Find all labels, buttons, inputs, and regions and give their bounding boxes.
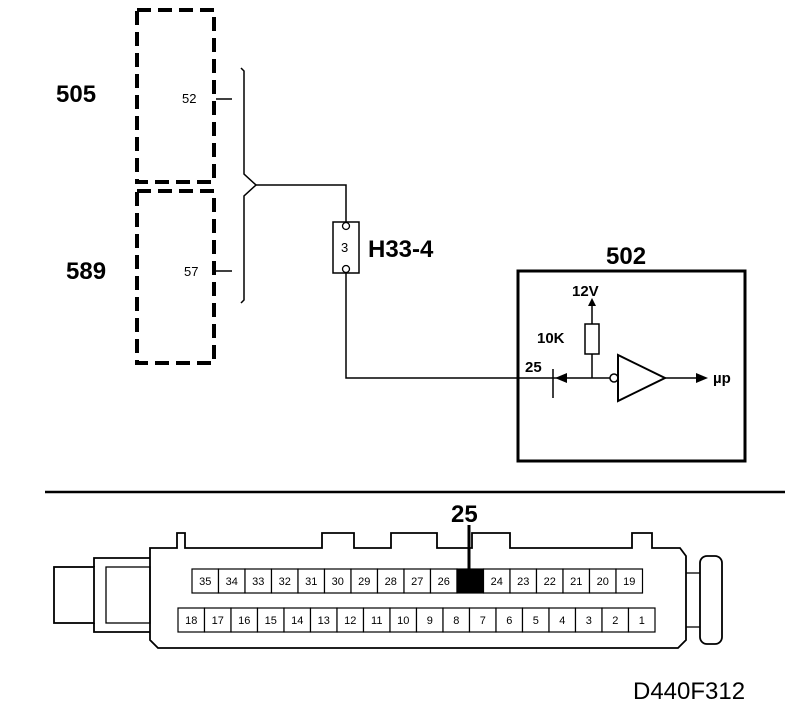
pin-label-4: 4 (559, 615, 565, 627)
pin-label-13: 13 (318, 615, 330, 627)
pin-label-20: 20 (597, 576, 609, 588)
pin-label-10: 10 (397, 615, 409, 627)
ecu-connector-latch-arm (93, 557, 150, 633)
module-505-label: 505 (56, 81, 96, 108)
pin-cell-9 (415, 607, 444, 633)
pin-cell-33 (244, 568, 273, 594)
h33-pin-label: 3 (341, 240, 348, 255)
pin-cell-32 (270, 568, 299, 594)
module-502-label: 502 (606, 243, 646, 270)
pin-label-17: 17 (212, 615, 224, 627)
ecu-bottom-pin-row: 18 17 16 15 14 13 12 11 10 9 8 7 6 5 4 3 2 1 (177, 607, 656, 633)
pin-cell-14 (283, 607, 312, 633)
pin-label-18: 18 (185, 615, 197, 627)
pin-cell-13 (309, 607, 338, 633)
brace (240, 67, 258, 304)
pin-cell-27 (403, 568, 432, 594)
pin-label-24: 24 (491, 576, 503, 588)
pin-label-19: 19 (623, 576, 635, 588)
pin-cell-25 (456, 568, 485, 594)
ecu-top-pin-row: 35 34 33 32 31 30 29 28 27 26 24 23 22 21 20 19 (191, 568, 644, 594)
pin-label-14: 14 (291, 615, 303, 627)
pin-label-33: 33 (252, 576, 264, 588)
module-589-box (135, 189, 216, 365)
pin-cell-4 (548, 607, 577, 633)
pin-label-15: 15 (265, 615, 277, 627)
voltage-label: 12V (572, 283, 599, 300)
pin-cell-20 (588, 568, 617, 594)
pin-cell-18 (177, 607, 206, 633)
pin-label-29: 29 (358, 576, 370, 588)
pin-cell-17 (203, 607, 232, 633)
pin-cell-35 (191, 568, 220, 594)
pin-cell-11 (362, 607, 391, 633)
module-589-label: 589 (66, 258, 106, 285)
ecu-connector-latch-left (53, 566, 95, 624)
output-label: µp (713, 370, 731, 387)
pin-label-6: 6 (506, 615, 512, 627)
figure-id: D440F312 (633, 678, 745, 705)
wire-brace-to-h33 (256, 184, 347, 222)
pin-cell-12 (336, 607, 365, 633)
supply-arrow (588, 298, 596, 306)
h33-terminal-bottom (341, 264, 351, 274)
pin-cell-21 (562, 568, 591, 594)
pin-25-label: 25 (525, 359, 542, 376)
highlight-pin-label: 25 (451, 501, 478, 528)
pin-cell-2 (601, 607, 630, 633)
pin-label-5: 5 (533, 615, 539, 627)
pin-label-8: 8 (453, 615, 459, 627)
pin-label-21: 21 (570, 576, 582, 588)
resistor-10k (584, 323, 600, 355)
wire-h33-to-502 (345, 273, 563, 379)
pin-label-30: 30 (332, 576, 344, 588)
h33-label: H33-4 (368, 236, 434, 263)
buffer-input-bubble (609, 373, 619, 383)
pin-cell-16 (230, 607, 259, 633)
pin-cell-34 (217, 568, 246, 594)
pin-label-1: 1 (639, 615, 645, 627)
module-502-box (516, 269, 747, 463)
pin-label-34: 34 (226, 576, 238, 588)
pin-label-2: 2 (612, 615, 618, 627)
ecu-connector-lock-right (699, 555, 723, 645)
pin-label-28: 28 (385, 576, 397, 588)
pin-cell-7 (468, 607, 497, 633)
ecu-connector-housing (149, 532, 687, 649)
pin-label-16: 16 (238, 615, 250, 627)
pin-label-22: 22 (544, 576, 556, 588)
pin-label-35: 35 (199, 576, 211, 588)
pin-cell-19 (615, 568, 644, 594)
h33-terminal-top (341, 221, 351, 231)
pin-cell-23 (509, 568, 538, 594)
pin-label-26: 26 (438, 576, 450, 588)
resistor-label: 10K (537, 330, 565, 347)
output-arrowhead (696, 373, 708, 383)
buffer-amplifier (617, 353, 668, 403)
pin-label-27: 27 (411, 576, 423, 588)
module-505-box (135, 8, 216, 184)
pin-cell-5 (521, 607, 550, 633)
pin-label-11: 11 (371, 615, 382, 627)
pin-label-9: 9 (427, 615, 433, 627)
pin-label-3: 3 (586, 615, 592, 627)
module-589-pin: 57 (184, 264, 198, 279)
pin-cell-3 (574, 607, 603, 633)
pin-label-23: 23 (517, 576, 529, 588)
pin-label-31: 31 (305, 576, 317, 588)
pin-label-12: 12 (344, 615, 356, 627)
module-505-pin: 52 (182, 91, 196, 106)
pin-cell-24 (482, 568, 511, 594)
pin-cell-8 (442, 607, 471, 633)
pin-label-32: 32 (279, 576, 291, 588)
input-arrowhead (555, 373, 567, 383)
pin-cell-1 (627, 607, 656, 633)
ecu-connector-cable-guide (105, 566, 151, 624)
pin-label-7: 7 (480, 615, 486, 627)
